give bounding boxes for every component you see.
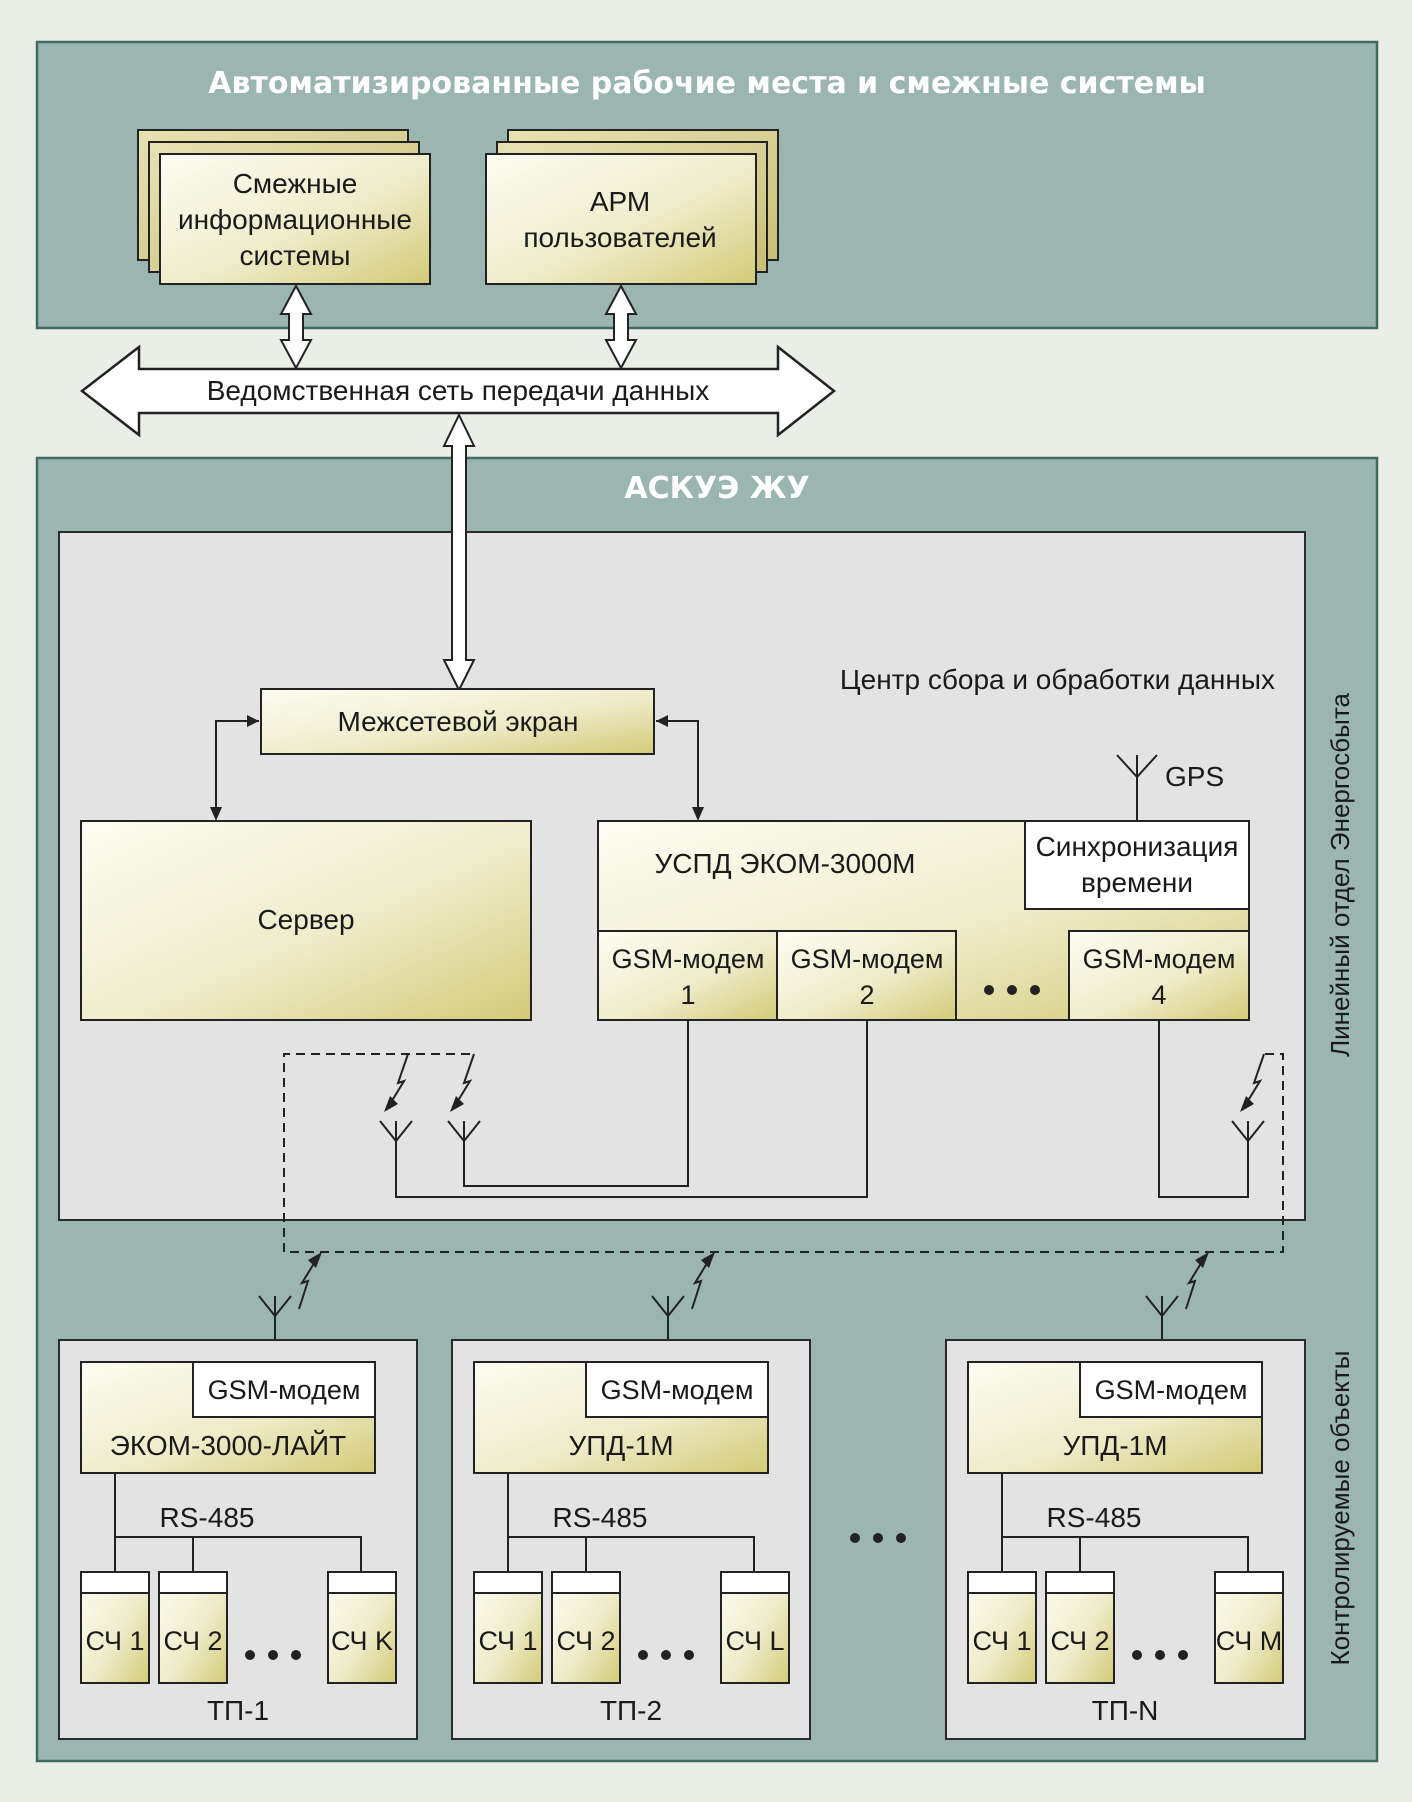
side-label-controlled-objects: Контролируемые объекты bbox=[1325, 1351, 1355, 1666]
main-panel-title: АСКУЭ ЖУ bbox=[624, 471, 809, 506]
tpn-bus: RS-485 bbox=[1047, 1502, 1142, 1533]
gsm-modem-4-num: 4 bbox=[1151, 980, 1166, 1010]
gsm-modem-2-num: 2 bbox=[859, 980, 874, 1010]
uspd-box: УСПД ЭКОМ-3000М Синхронизация времени GS… bbox=[597, 820, 1250, 1021]
gsm-modem-1-num: 1 bbox=[680, 980, 695, 1010]
tpn-name: ТП-N bbox=[1092, 1695, 1159, 1726]
substation-tpn: GSM-модем УПД-1М RS-485 СЧ 1 СЧ 2 СЧ M Т… bbox=[945, 1339, 1306, 1740]
tp1-modem: GSM-модем bbox=[208, 1375, 361, 1405]
tp1-meter-1: СЧ 1 bbox=[85, 1626, 144, 1656]
wireless-signal-icon bbox=[384, 1053, 1265, 1112]
network-label: Ведомственная сеть передачи данных bbox=[207, 375, 710, 406]
wireless-zone-outline bbox=[283, 1053, 1284, 1253]
tp2-meter-2: СЧ 2 bbox=[556, 1626, 615, 1656]
modem-wiring bbox=[395, 1020, 1249, 1198]
user-workstations-block: АРМ пользователей bbox=[485, 129, 779, 285]
gsm-modem-4-name: GSM-модем bbox=[1083, 944, 1236, 974]
adjacent-systems-block: Смежные информационные системы bbox=[137, 129, 431, 285]
side-label-energy-dept: Линейный отдел Энергосбыта bbox=[1325, 693, 1355, 1057]
firewall-box: Межсетевой экран bbox=[260, 688, 655, 755]
data-center-label: Центр сбора и обработки данных bbox=[840, 664, 1275, 695]
tp2-bus: RS-485 bbox=[553, 1502, 648, 1533]
center-antenna-icon bbox=[379, 1120, 1265, 1143]
tpn-meter-m: СЧ M bbox=[1216, 1626, 1283, 1656]
tp1-meter-k: СЧ K bbox=[331, 1626, 393, 1656]
server-label: Сервер bbox=[257, 904, 354, 935]
top-panel: Автоматизированные рабочие места и смежн… bbox=[35, 40, 1379, 330]
workstations-line2: пользователей bbox=[523, 222, 716, 253]
substations-ellipsis bbox=[850, 1533, 906, 1543]
tpn-meter-2: СЧ 2 bbox=[1050, 1626, 1109, 1656]
server-box: Сервер bbox=[80, 820, 532, 1021]
tp2-meter-l: СЧ L bbox=[725, 1626, 784, 1656]
tp2-name: ТП-2 bbox=[600, 1695, 662, 1726]
substation-tp2: GSM-модем УПД-1М RS-485 СЧ 1 СЧ 2 СЧ L Т… bbox=[451, 1339, 811, 1740]
time-sync-line1: Синхронизация bbox=[1036, 831, 1239, 862]
tpn-meter-1: СЧ 1 bbox=[972, 1626, 1031, 1656]
gps-label: GPS bbox=[1165, 761, 1224, 792]
firewall-server-link bbox=[210, 715, 259, 821]
tp1-device: ЭКОМ-3000-ЛАЙТ bbox=[110, 1430, 346, 1461]
main-panel: АСКУЭ ЖУ Центр сбора и обработки данных … bbox=[35, 412, 1379, 1763]
tp2-meter-1: СЧ 1 bbox=[478, 1626, 537, 1656]
modem-ellipsis bbox=[984, 985, 1040, 995]
adjacent-systems-line1: Смежные bbox=[233, 168, 358, 199]
tp2-device: УПД-1М bbox=[568, 1430, 673, 1461]
uspd-label: УСПД ЭКОМ-3000М bbox=[654, 848, 915, 879]
top-panel-title: Автоматизированные рабочие места и смежн… bbox=[208, 66, 1206, 101]
adjacent-systems-line3: системы bbox=[239, 240, 350, 271]
time-sync-line2: времени bbox=[1081, 867, 1193, 898]
substation-tp1: GSM-модем ЭКОМ-3000-ЛАЙТ RS-485 СЧ 1 СЧ … bbox=[58, 1339, 418, 1740]
tpn-modem: GSM-модем bbox=[1095, 1375, 1248, 1405]
workstations-line1: АРМ bbox=[590, 186, 650, 217]
gsm-modem-2-name: GSM-модем bbox=[791, 944, 944, 974]
tp1-bus: RS-485 bbox=[160, 1502, 255, 1533]
tp1-name: ТП-1 bbox=[207, 1695, 269, 1726]
adjacent-systems-line2: информационные bbox=[178, 204, 412, 235]
tp2-modem: GSM-модем bbox=[601, 1375, 754, 1405]
firewall-uspd-link bbox=[656, 715, 704, 821]
tpn-device: УПД-1М bbox=[1062, 1430, 1167, 1461]
gps-antenna-icon bbox=[1116, 754, 1158, 821]
gsm-modem-2 bbox=[776, 930, 957, 1021]
gsm-modem-4 bbox=[1068, 930, 1250, 1021]
tp1-meter-2: СЧ 2 bbox=[163, 1626, 222, 1656]
time-sync-box bbox=[1024, 820, 1250, 910]
firewall-label: Межсетевой экран bbox=[337, 706, 578, 737]
gsm-modem-1-name: GSM-модем bbox=[612, 944, 765, 974]
network-arrow: Ведомственная сеть передачи данных bbox=[79, 344, 837, 438]
